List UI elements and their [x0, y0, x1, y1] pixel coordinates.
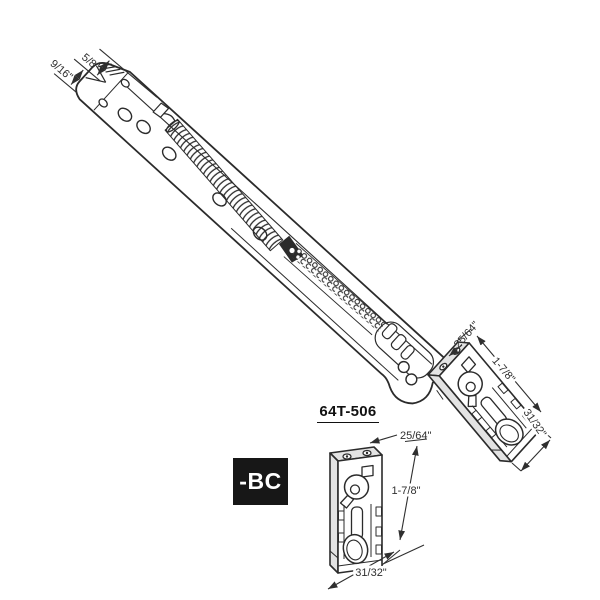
variant-badge: -BC — [233, 458, 288, 505]
shoe-front-view — [329, 446, 383, 574]
chain-links — [291, 247, 387, 332]
part-number-label: 64T-506 — [312, 403, 384, 423]
shoe-height-label: 1-7/8" — [392, 485, 421, 497]
shoe-width-label: 31/32" — [355, 567, 387, 579]
spring-coil — [164, 118, 284, 252]
channel-assembly — [75, 62, 454, 405]
shoe-front-dimensions: 25/64" 1-7/8" 31/32" — [327, 430, 432, 590]
